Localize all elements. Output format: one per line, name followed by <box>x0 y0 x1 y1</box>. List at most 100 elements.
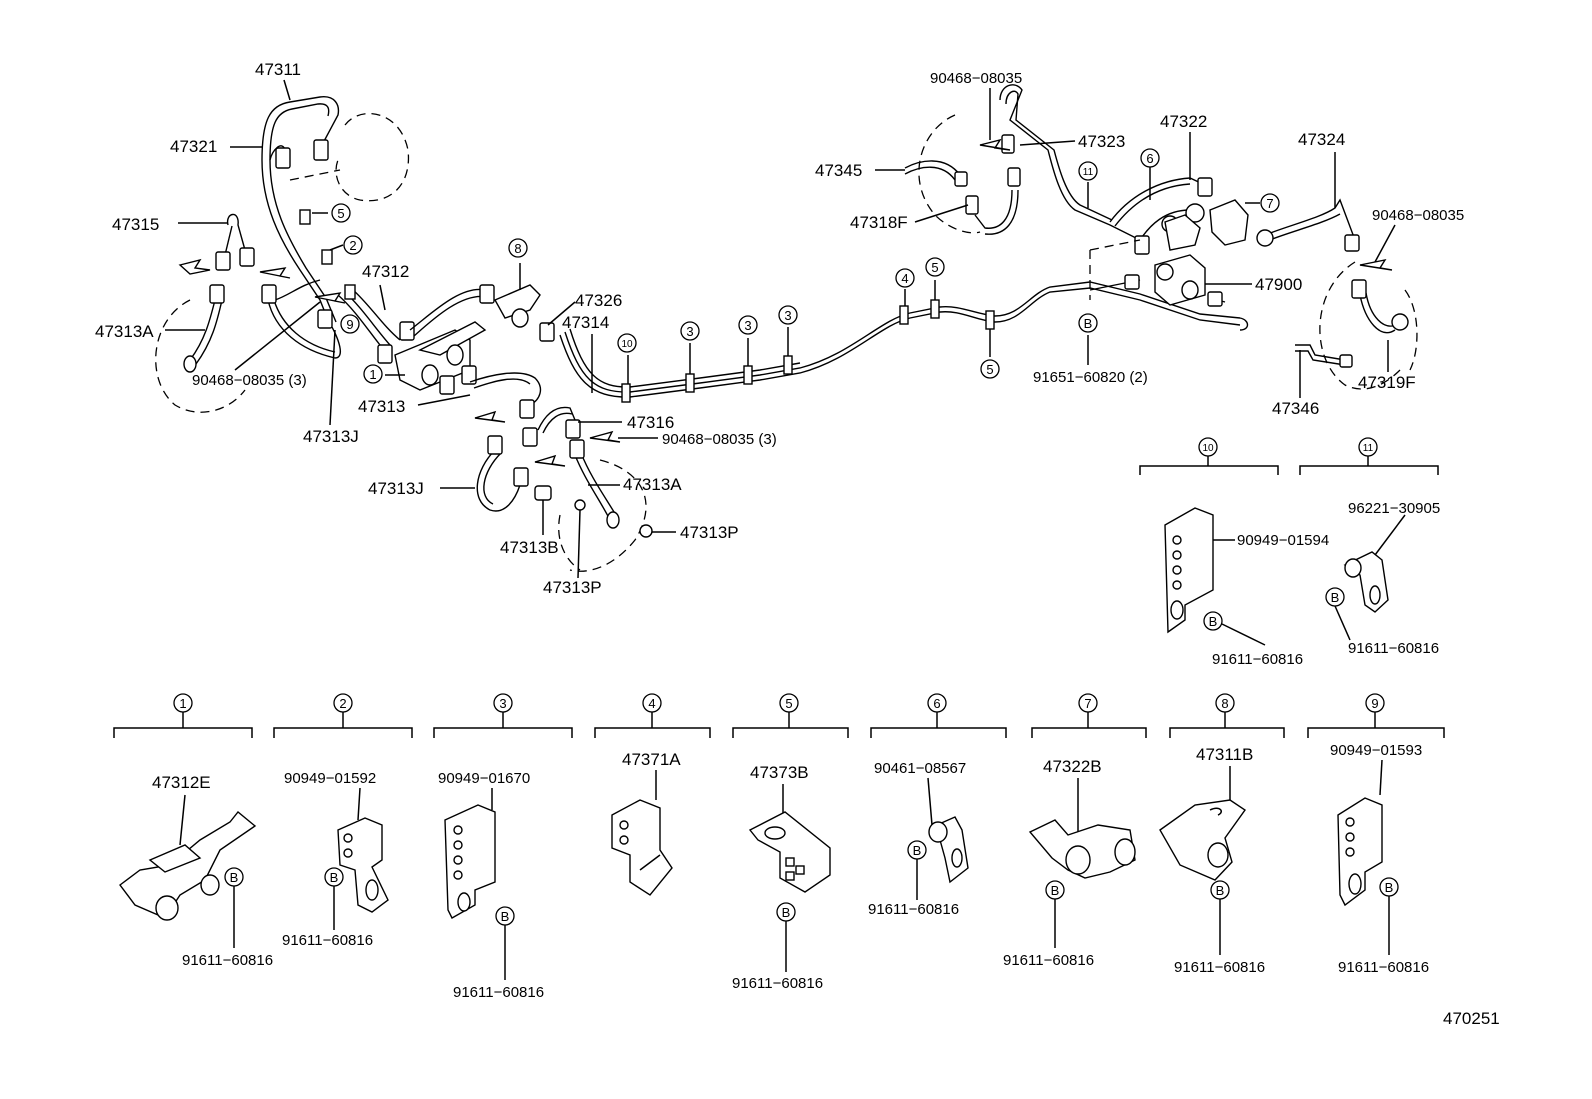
callout-3c: 3 <box>784 308 791 323</box>
label-47311: 47311 <box>255 60 301 79</box>
label-91611-6: 91611−60816 <box>868 901 959 918</box>
callout-3a: 3 <box>686 324 693 339</box>
detail-9: 9 90949−01593 B 91611−60816 <box>1307 693 1445 976</box>
detail-8: 8 47311B B 91611−60816 <box>1159 693 1285 976</box>
detail9-callout-b: B <box>1385 880 1394 895</box>
label-47373b: 47373B <box>750 763 809 782</box>
detail-7: 7 47322B B 91611−60816 <box>1003 693 1147 969</box>
detail5-callout-b: B <box>782 905 791 920</box>
label-90468-top: 90468−08035 <box>930 70 1022 87</box>
detail-callout-3: 3 <box>499 696 506 711</box>
label-47900: 47900 <box>1255 275 1302 294</box>
callout-5: 5 <box>337 206 344 221</box>
label-47313b: 47313B <box>500 538 559 557</box>
callout-3b: 3 <box>744 318 751 333</box>
label-47326: 47326 <box>575 291 622 310</box>
label-91611-9: 91611−60816 <box>1338 959 1429 976</box>
label-91611-5: 91611−60816 <box>732 975 823 992</box>
callout-5b: 5 <box>931 260 938 275</box>
detail-11: 11 96221−30905 B 91611−60816 <box>1299 437 1440 657</box>
callout-7: 7 <box>1266 196 1273 211</box>
detail-5: 5 47373B B 91611−60816 <box>732 693 849 992</box>
label-90468-right: 90468−08035 <box>1372 207 1464 224</box>
detail-3: 3 90949−01670 B 91611−60816 <box>433 693 573 1001</box>
detail-callout-5: 5 <box>785 696 792 711</box>
detail10-callout-b: B <box>1209 614 1218 629</box>
detail-callout-4: 4 <box>648 696 655 711</box>
label-91611-2: 91611−60816 <box>282 932 373 949</box>
callout-2: 2 <box>349 238 356 253</box>
label-47371a: 47371A <box>622 750 681 769</box>
detail-10: 10 90949−01594 B 91611−60816 <box>1139 437 1329 668</box>
label-91611-1: 91611−60816 <box>182 952 273 969</box>
detail8-callout-b: B <box>1216 883 1225 898</box>
detail-callout-10: 10 <box>1202 443 1214 454</box>
callout-9: 9 <box>346 317 353 332</box>
label-47319f: 47319F <box>1358 373 1416 392</box>
label-91611-3: 91611−60816 <box>453 984 544 1001</box>
label-47323: 47323 <box>1078 132 1125 151</box>
detail-1: 1 47312E B 91611−60816 <box>113 693 273 969</box>
label-47313j-mid: 47313J <box>368 479 424 498</box>
detail-callout-7: 7 <box>1084 696 1091 711</box>
label-47322: 47322 <box>1160 112 1207 131</box>
label-90949-01594: 90949−01594 <box>1237 532 1329 549</box>
label-90468-mid: 90468−08035 (3) <box>662 431 777 448</box>
label-90468-left: 90468−08035 (3) <box>192 372 307 389</box>
label-91611-10: 91611−60816 <box>1212 651 1303 668</box>
detail6-callout-b: B <box>913 843 922 858</box>
callout-8: 8 <box>514 241 521 256</box>
label-90949-01593: 90949−01593 <box>1330 742 1422 759</box>
detail-2: 2 90949−01592 B 91611−60816 <box>273 693 413 949</box>
label-47313a-left: 47313A <box>95 322 154 341</box>
leader-lines <box>165 79 1396 579</box>
label-47318f: 47318F <box>850 213 908 232</box>
label-47313p-right: 47313P <box>680 523 739 542</box>
detail-callout-9: 9 <box>1371 696 1378 711</box>
main-part-labels: 47311 47321 47315 47312 47313A 90468−080… <box>95 60 1464 597</box>
main-callouts: 5 2 9 1 8 10 3 3 3 4 5 5 11 6 7 B <box>331 148 1280 384</box>
label-91611-11: 91611−60816 <box>1348 640 1439 657</box>
detail-callout-6: 6 <box>933 696 940 711</box>
label-47311b: 47311B <box>1196 745 1253 764</box>
label-90949-01592: 90949−01592 <box>284 770 376 787</box>
lower-center-assembly <box>474 406 653 572</box>
label-90461-08567: 90461−08567 <box>874 760 966 777</box>
label-90949-01670: 90949−01670 <box>438 770 530 787</box>
detail11-callout-b: B <box>1331 590 1340 605</box>
label-47313: 47313 <box>358 397 405 416</box>
label-47324: 47324 <box>1298 130 1345 149</box>
label-47322b: 47322B <box>1043 757 1102 776</box>
detail-4: 4 47371A <box>594 693 711 896</box>
detail-6: 6 90461−08567 B 91611−60816 <box>868 693 1007 918</box>
callout-11: 11 <box>1083 167 1094 178</box>
detail-callout-2: 2 <box>339 696 346 711</box>
label-47314: 47314 <box>562 313 609 332</box>
label-47312: 47312 <box>362 262 409 281</box>
main-line-clamps <box>299 209 995 403</box>
callout-b-main: B <box>1084 316 1093 331</box>
label-47345: 47345 <box>815 161 862 180</box>
label-47346: 47346 <box>1272 399 1319 418</box>
callout-5c: 5 <box>986 362 993 377</box>
label-47313p-bottom: 47313P <box>543 578 602 597</box>
callout-6: 6 <box>1146 151 1153 166</box>
label-47313j-left: 47313J <box>303 427 359 446</box>
detail1-callout-b: B <box>230 870 239 885</box>
detail7-callout-b: B <box>1051 883 1060 898</box>
right-upper-assembly <box>904 84 1418 390</box>
label-47315: 47315 <box>112 215 159 234</box>
left-front-assembly <box>155 96 555 419</box>
detail-callout-11: 11 <box>1363 443 1374 454</box>
label-91611-7: 91611−60816 <box>1003 952 1094 969</box>
detail2-callout-b: B <box>330 870 339 885</box>
callout-1: 1 <box>369 367 376 382</box>
diagram-id: 470251 <box>1443 1009 1500 1028</box>
label-47313a-mid: 47313A <box>623 475 682 494</box>
detail-callout-1: 1 <box>179 696 186 711</box>
label-47321: 47321 <box>170 137 217 156</box>
callout-4: 4 <box>901 271 908 286</box>
label-96221-30905: 96221−30905 <box>1348 500 1440 517</box>
label-91651: 91651−60820 (2) <box>1033 369 1148 386</box>
